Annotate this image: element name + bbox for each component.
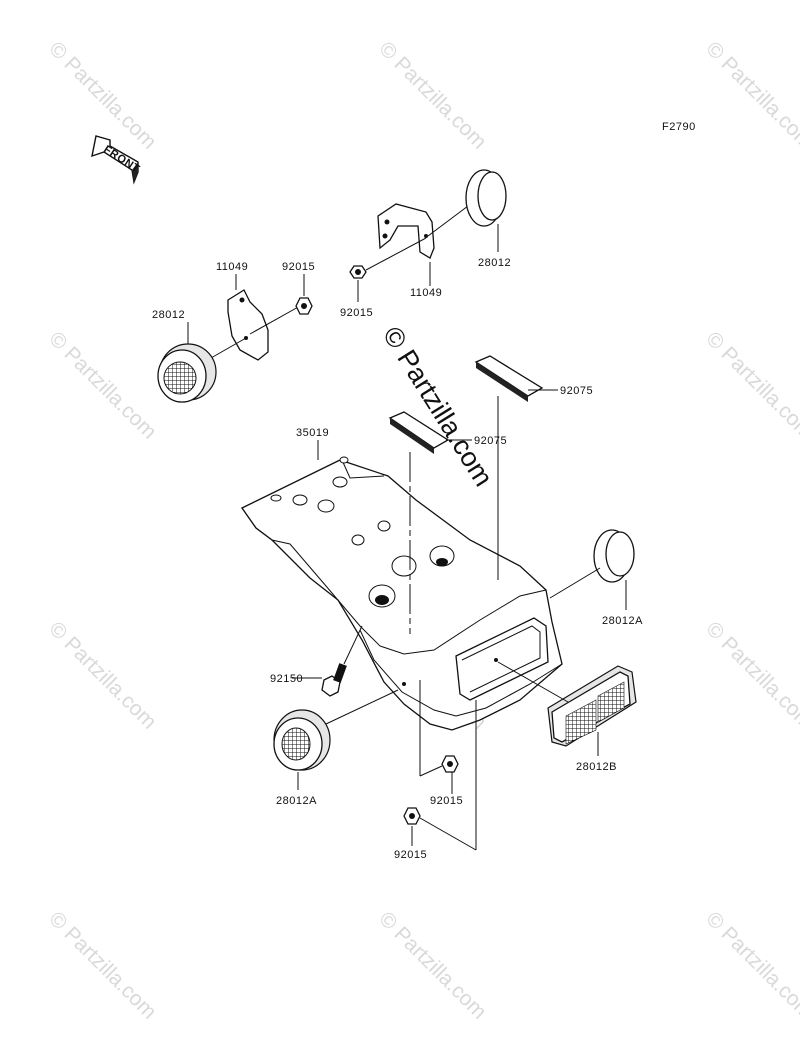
label-nut-bottom-2: 92015 [394, 849, 427, 861]
label-bracket-right: 11049 [410, 287, 442, 299]
reflector-rear [547, 665, 637, 747]
label-reflector-right: 28012 [478, 257, 511, 269]
fender [241, 456, 563, 731]
nut-right [349, 265, 367, 279]
watermark: © Partzilla.com [44, 617, 160, 733]
watermark: © Partzilla.com [374, 907, 490, 1023]
watermark: © Partzilla.com [701, 327, 800, 443]
reflector-side-right [593, 529, 635, 583]
reflector-side-left [273, 709, 331, 771]
reflector-right [465, 169, 507, 227]
label-reflector-side-right: 28012A [602, 615, 643, 627]
watermark: © Partzilla.com [44, 327, 160, 443]
front-label: FRONT [101, 143, 141, 175]
bracket-right-assembly [349, 169, 507, 279]
watermark: © Partzilla.com [374, 37, 490, 153]
reflector-left [157, 343, 217, 403]
bracket-right [377, 203, 435, 259]
rear-light-opening [455, 617, 549, 701]
nut-bottom-2 [403, 807, 421, 825]
watermark: © Partzilla.com [701, 907, 800, 1023]
watermark: © Partzilla.com [44, 907, 160, 1023]
label-bracket-left: 11049 [216, 261, 248, 273]
label-nut-left: 92015 [282, 261, 315, 273]
label-nut-right: 92015 [340, 307, 373, 319]
bolt [321, 663, 347, 697]
bracket-left [227, 289, 269, 361]
label-bolt: 92150 [270, 673, 303, 685]
watermark-main: © Partzilla.com [377, 321, 499, 491]
figure-code: F2790 [662, 121, 696, 133]
bracket-left-assembly [157, 289, 313, 403]
label-pad-upper: 92075 [560, 385, 593, 397]
label-reflector-left: 28012 [152, 309, 185, 321]
label-fender: 35019 [296, 427, 329, 439]
label-nut-bottom-1: 92015 [430, 795, 463, 807]
pad-upper [474, 355, 544, 402]
label-reflector-side-left: 28012A [276, 795, 317, 807]
watermark: © Partzilla.com [701, 37, 800, 153]
nut-bottom-1 [441, 755, 459, 773]
nut-left [295, 297, 313, 315]
label-reflector-rear: 28012B [576, 761, 617, 773]
watermark: © Partzilla.com [701, 617, 800, 733]
watermark: © Partzilla.com [44, 37, 160, 153]
